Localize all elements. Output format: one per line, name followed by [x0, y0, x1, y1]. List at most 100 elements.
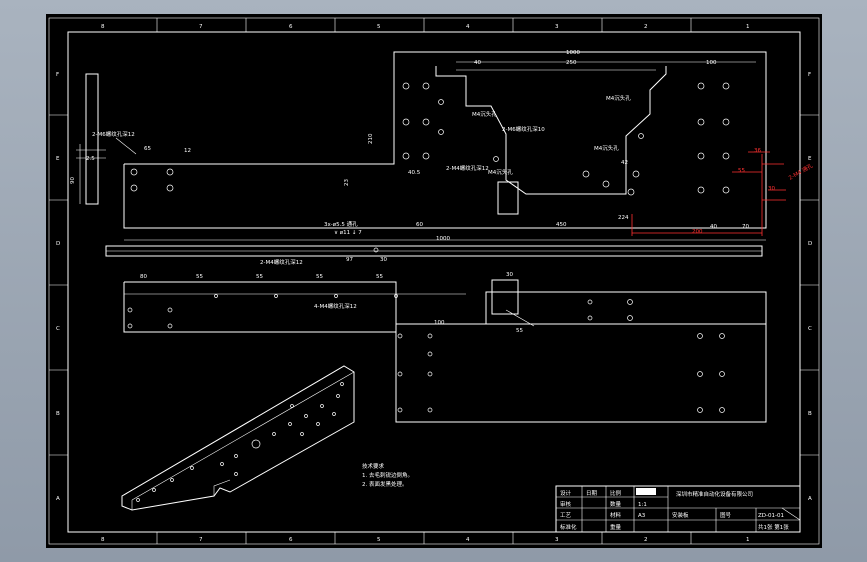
svg-text:共1张 第1张: 共1张 第1张 [758, 523, 789, 531]
front-holes [127, 294, 725, 413]
tech-req-line2: 2. 表面发黑处理。 [362, 480, 408, 488]
svg-text:1:1: 1:1 [638, 502, 647, 508]
zone-label: 5 [377, 24, 381, 30]
svg-text:30: 30 [380, 257, 387, 263]
drawing-canvas: 8 7 6 5 4 3 2 1 8 7 6 5 4 3 2 1 F E D C … [46, 14, 822, 548]
svg-text:55: 55 [256, 274, 263, 280]
svg-text:工艺: 工艺 [560, 512, 572, 519]
svg-text:200: 200 [692, 229, 703, 235]
zone-label: 1 [746, 537, 750, 543]
zone-label: F [56, 72, 59, 78]
svg-text:重量: 重量 [610, 523, 622, 531]
svg-text:70: 70 [742, 224, 749, 230]
zone-label: 8 [101, 537, 105, 543]
svg-text:65: 65 [144, 146, 151, 152]
tech-req-line1: 1. 去毛刺锐边倒角。 [362, 471, 413, 479]
svg-text:450: 450 [556, 222, 567, 228]
border-zone-labels: 8 7 6 5 4 3 2 1 8 7 6 5 4 3 2 1 F E D C … [56, 24, 812, 543]
svg-text:100: 100 [706, 60, 717, 66]
svg-text:审核: 审核 [560, 500, 572, 508]
zone-label: D [808, 241, 812, 247]
top-dimensions: 1000 250 40 100 65 12 210 23 40.5 60 42 … [124, 50, 766, 242]
svg-text:3x-ø5.5 通孔: 3x-ø5.5 通孔 [324, 220, 358, 228]
zone-label: 1 [746, 24, 750, 30]
svg-text:40: 40 [474, 60, 481, 66]
zone-label: 4 [466, 24, 470, 30]
zone-label: A [808, 496, 812, 502]
title-block-fill [636, 488, 656, 495]
outer-frame [48, 17, 820, 545]
zone-label: 6 [289, 537, 293, 543]
zone-label: 3 [555, 24, 559, 30]
title-block: 深圳市精准自动化设备有限公司 设计 日期 比例 审核 数量 1:1 工艺 材料 … [555, 485, 801, 533]
svg-text:224: 224 [618, 215, 629, 221]
svg-text:97: 97 [346, 257, 353, 263]
svg-text:1000: 1000 [566, 50, 580, 56]
tech-req-title: 技术要求 [362, 462, 385, 470]
company-name: 深圳市精准自动化设备有限公司 [676, 490, 753, 498]
zone-label: 7 [199, 24, 203, 30]
svg-text:36: 36 [754, 148, 761, 154]
svg-text:55: 55 [376, 274, 383, 280]
svg-text:设计: 设计 [560, 489, 572, 497]
front-view: 80 55 55 55 55 30 100 55 4-M4螺纹孔深12 [123, 272, 767, 423]
svg-text:30: 30 [506, 272, 513, 278]
svg-text:23: 23 [344, 179, 350, 186]
svg-text:55: 55 [196, 274, 203, 280]
technical-requirements: 技术要求 1. 去毛刺锐边倒角。 2. 表面发黑处理。 [362, 462, 413, 488]
zone-label: E [56, 156, 60, 162]
svg-text:2-M6螺纹孔深10: 2-M6螺纹孔深10 [502, 125, 545, 133]
svg-text:日期: 日期 [586, 490, 598, 497]
svg-text:2-M6螺纹孔深12: 2-M6螺纹孔深12 [92, 130, 135, 138]
zone-label: C [808, 326, 812, 332]
zone-label: 8 [101, 24, 105, 30]
top-notes: 2-M6螺纹孔深12 2-M6螺纹孔深10 M4沉头孔 M4沉头孔 M4沉头孔 … [92, 94, 631, 236]
svg-text:30: 30 [768, 186, 775, 192]
svg-text:2.5: 2.5 [86, 156, 95, 162]
cad-drawing: 8 7 6 5 4 3 2 1 8 7 6 5 4 3 2 1 F E D C … [48, 17, 820, 545]
svg-text:210: 210 [368, 133, 374, 144]
svg-text:M4沉头孔: M4沉头孔 [472, 110, 497, 118]
section-bar: 2-M4螺纹孔深12 97 30 [105, 245, 763, 266]
svg-text:数量: 数量 [610, 500, 622, 508]
zone-label: C [56, 326, 60, 332]
zone-label: B [56, 411, 60, 417]
border-zone-ticks [49, 18, 819, 544]
svg-text:比例: 比例 [610, 489, 622, 497]
zone-label: 5 [377, 537, 381, 543]
svg-text:40: 40 [710, 224, 717, 230]
part-name: 安装板 [672, 511, 689, 519]
zone-label: A [56, 496, 60, 502]
svg-text:55: 55 [316, 274, 323, 280]
side-view: 90 2.5 [70, 73, 106, 205]
zone-label: 7 [199, 537, 203, 543]
svg-text:90: 90 [70, 177, 76, 184]
svg-text:ZD-01-01: ZD-01-01 [758, 513, 784, 519]
svg-text:42: 42 [621, 160, 628, 166]
top-view: 2-M6螺纹孔深12 2-M6螺纹孔深10 M4沉头孔 M4沉头孔 M4沉头孔 … [92, 50, 814, 242]
svg-text:标准化: 标准化 [560, 523, 577, 531]
svg-text:M4沉头孔: M4沉头孔 [606, 94, 631, 102]
zone-label: D [56, 241, 60, 247]
zone-label: E [808, 156, 812, 162]
svg-text:55: 55 [516, 328, 523, 334]
svg-text:60: 60 [416, 222, 423, 228]
zone-label: B [808, 411, 812, 417]
svg-text:250: 250 [566, 60, 577, 66]
zone-label: 2 [644, 24, 648, 30]
zone-label: F [808, 72, 811, 78]
iso-holes [136, 382, 344, 502]
red-annotations: 200 55 36 30 2-M4 通孔 [631, 148, 814, 236]
svg-text:100: 100 [434, 320, 445, 326]
svg-text:材料: 材料 [610, 511, 622, 519]
isometric-view [121, 365, 355, 511]
top-holes [130, 82, 730, 196]
zone-label: 3 [555, 537, 559, 543]
svg-text:4-M4螺纹孔深12: 4-M4螺纹孔深12 [314, 302, 357, 310]
svg-text:A3: A3 [638, 513, 646, 519]
svg-text:2-M4螺纹孔深12: 2-M4螺纹孔深12 [446, 164, 489, 172]
svg-text:80: 80 [140, 274, 147, 280]
svg-text:2-M4 通孔: 2-M4 通孔 [787, 161, 814, 181]
svg-text:M4沉头孔: M4沉头孔 [488, 168, 513, 176]
svg-text:12: 12 [184, 148, 191, 154]
